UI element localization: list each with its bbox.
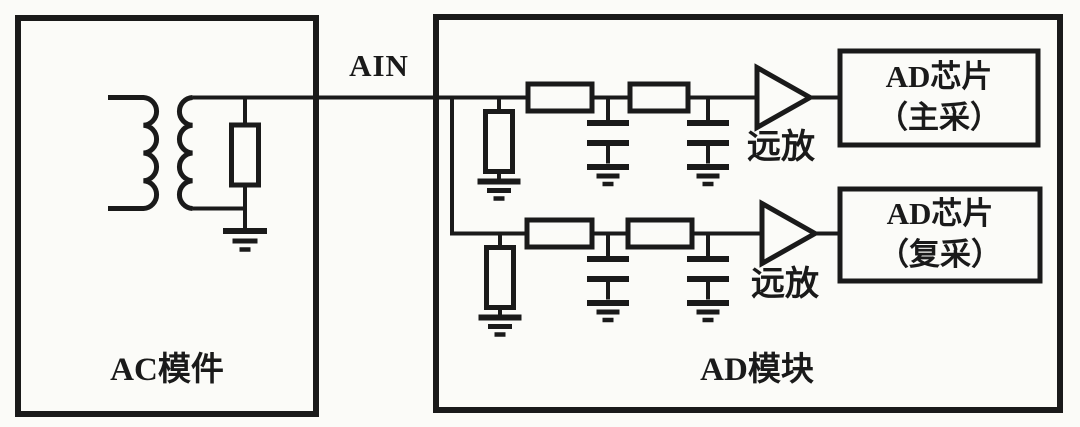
ad-module-box: [433, 14, 1063, 413]
ad-module-label: AD模块: [700, 352, 814, 388]
ac-module-label: AC模件: [110, 352, 224, 388]
ad-chip-backup-title: AD芯片: [886, 196, 994, 232]
amplifier-triangle-ch1: [757, 68, 810, 128]
ad-chip-main-label: AD芯片 （主采）: [840, 50, 1038, 145]
ain-signal-label: AIN: [349, 48, 409, 83]
transformer-secondary-coil: [176, 95, 193, 211]
burden-resistor: [229, 122, 261, 188]
ad-chip-backup-label: AD芯片 （复采）: [840, 188, 1040, 281]
ground-symbol-ac: [223, 228, 267, 252]
transformer-primary-coil: [108, 95, 160, 211]
series-resistor-2-ch1: [627, 81, 691, 114]
series-resistor-1-ch2: [524, 217, 595, 250]
amplifier-label-ch2: 远放: [751, 266, 819, 303]
ad-chip-main-subtitle: （主采）: [877, 99, 1001, 135]
shunt-resistor-ground-ch1: [478, 98, 521, 199]
ad-chip-box-main: [837, 48, 1041, 148]
amplifier-label-ch1: 远放: [747, 129, 815, 166]
ad-chip-main-title: AD芯片: [885, 59, 993, 95]
ac-module-box: [15, 15, 319, 417]
ad-chip-box-backup: [837, 186, 1043, 284]
ad-chip-backup-subtitle: （复采）: [878, 236, 1002, 272]
filter-capacitor-2-ch1: [687, 98, 729, 185]
series-resistor-1-ch1: [525, 81, 595, 114]
shunt-resistor-ground-ch2: [479, 234, 522, 335]
transformer: [108, 95, 193, 211]
amplifier-triangle-ch2: [762, 204, 815, 264]
series-resistor-2-ch2: [625, 217, 695, 250]
